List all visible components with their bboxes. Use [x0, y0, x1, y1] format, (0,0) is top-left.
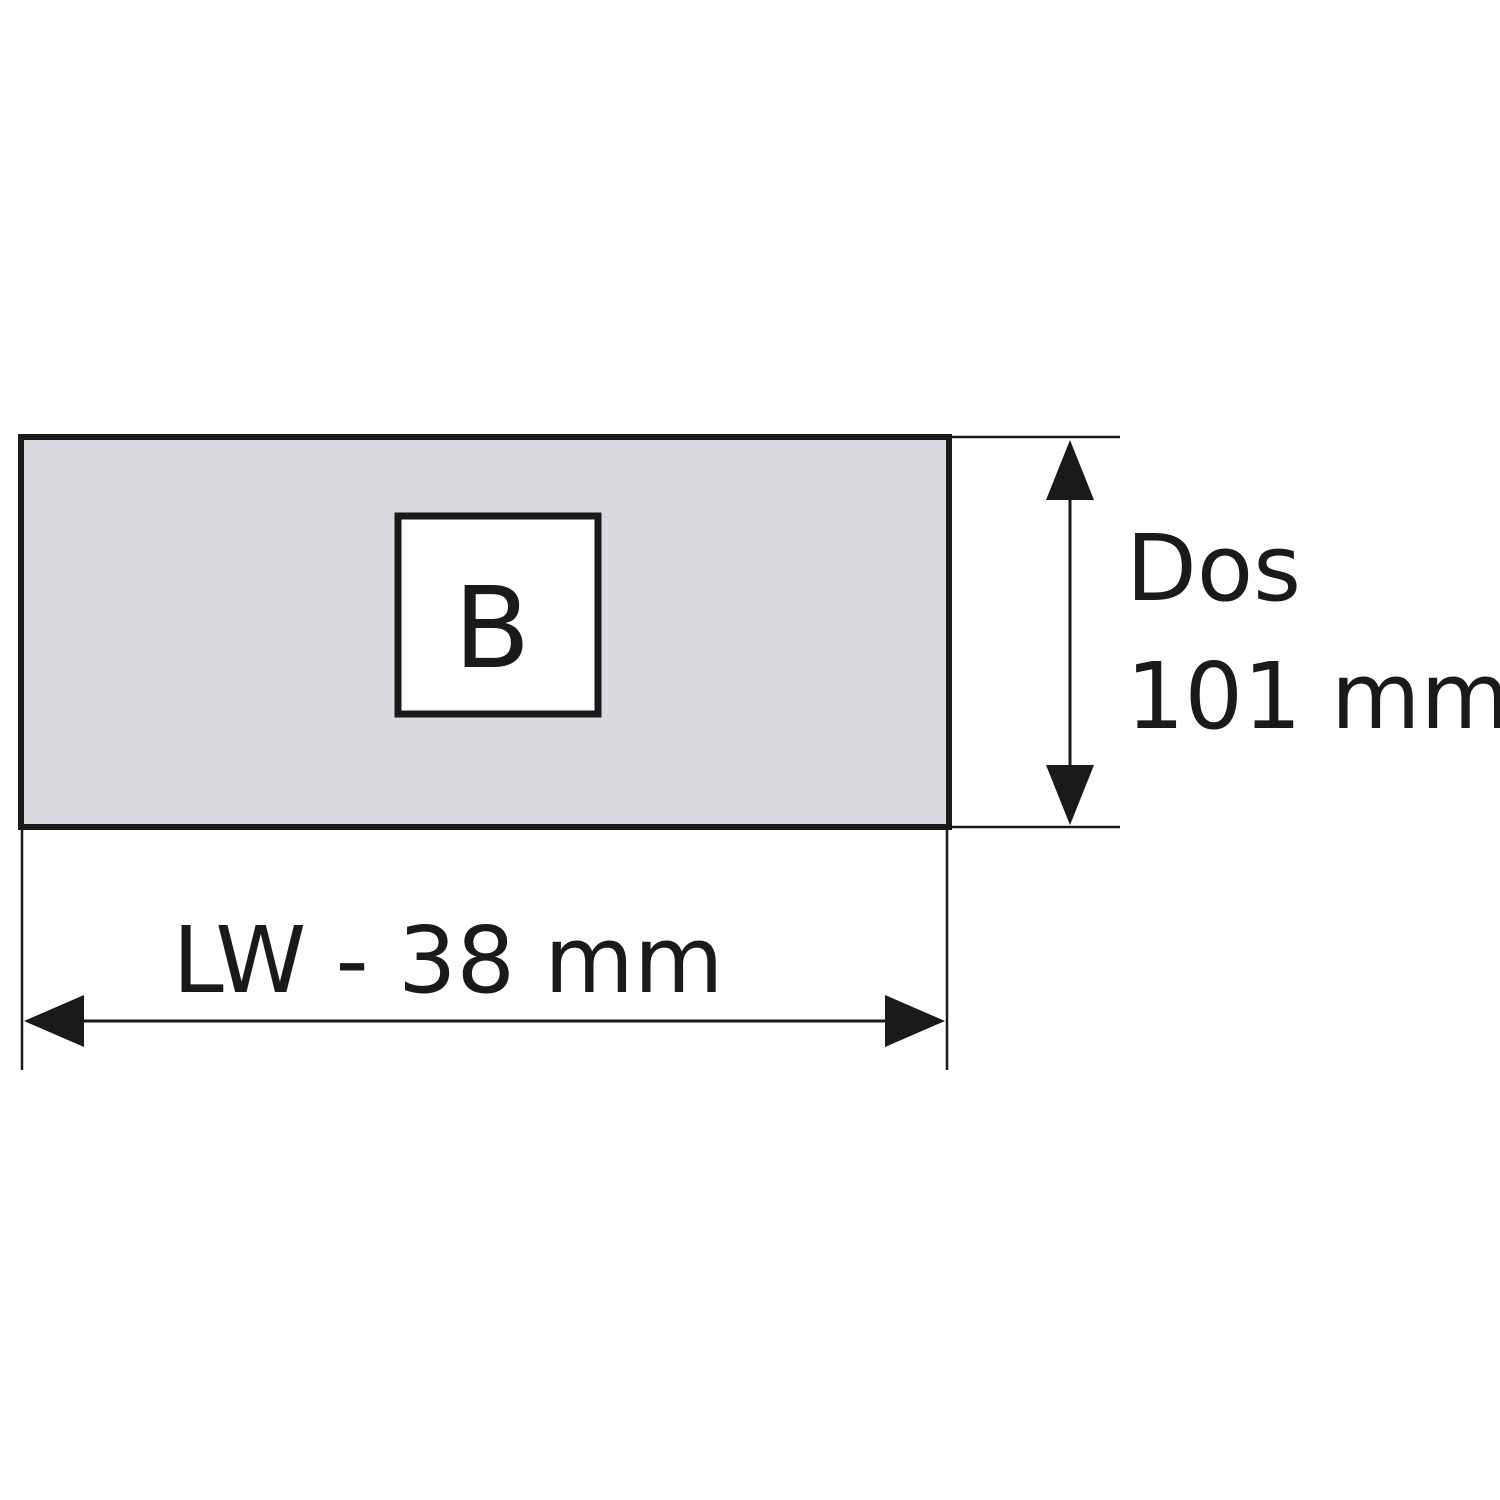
- arrowhead-left-icon: [24, 995, 84, 1047]
- arrowhead-right-icon: [885, 995, 945, 1047]
- width-label: LW - 38 mm: [172, 907, 723, 1014]
- width-dimension: [20, 830, 949, 1070]
- height-dimension: [950, 435, 1120, 829]
- height-label-line2: 101 mm: [1126, 643, 1500, 750]
- label-box-text: B: [454, 564, 531, 694]
- arrowhead-up-icon: [1046, 440, 1094, 500]
- height-label-line1: Dos: [1126, 515, 1301, 622]
- label-box: [394, 512, 602, 718]
- arrowhead-down-icon: [1046, 765, 1094, 825]
